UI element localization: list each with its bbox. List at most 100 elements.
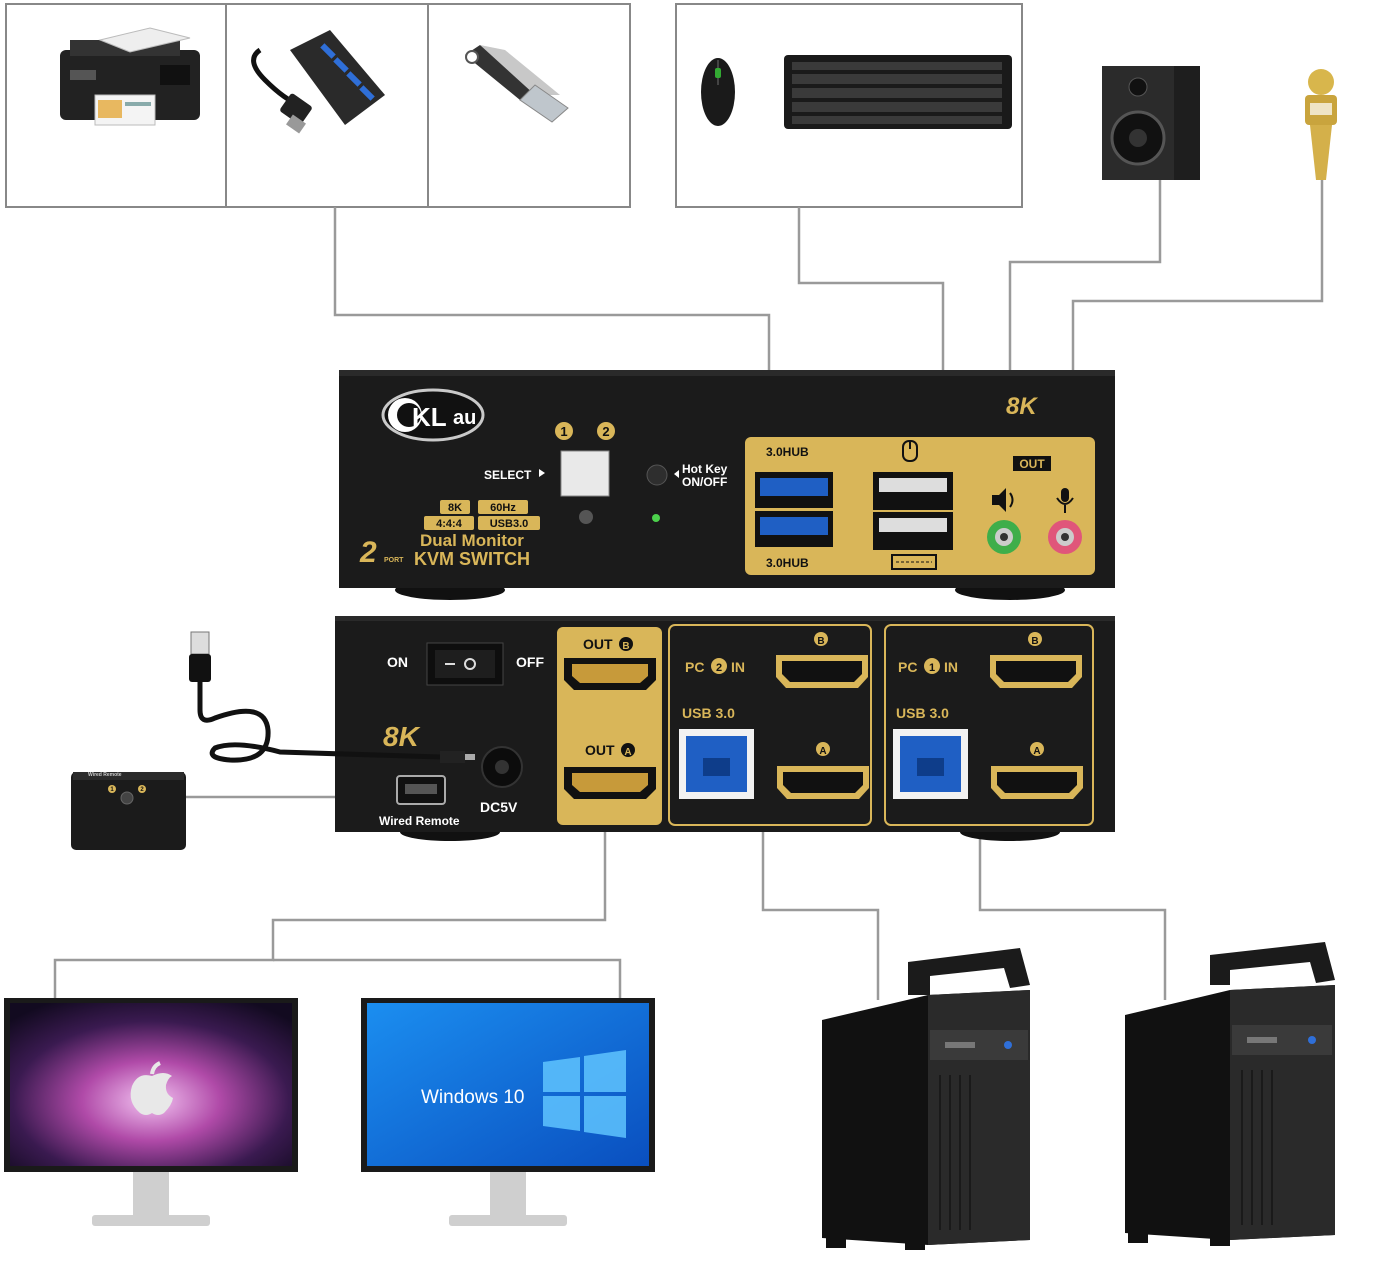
hdmi-out-b-port[interactable] [564,658,656,690]
audio-out-jack[interactable] [987,520,1021,554]
hub-bottom-label: 3.0HUB [766,556,809,570]
hub-top-label: 3.0HUB [766,445,809,459]
pc2-hdmi-b-port[interactable] [776,655,868,688]
microphone-jack[interactable] [1048,520,1082,554]
pc2-b-badge [814,632,828,646]
pc1-b-letter: B [1031,636,1038,647]
brand-logo-text-left: KL [412,402,447,432]
wired-remote-device [71,772,186,850]
out-a-label: OUT [585,742,615,758]
spec-usb: USB3.0 [490,518,529,530]
remote-button-2-led [138,785,146,793]
usb-keyboard-port[interactable] [873,512,953,550]
pc1-input-group [884,624,1094,826]
port-number-1: 1 [560,424,567,439]
out-b-letter: B [622,641,629,652]
speaker-port-icon [992,488,1014,512]
spec-444: 4:4:4 [436,518,463,530]
usb-power-cable-icon [189,631,475,763]
pc2-suffix: IN [731,659,745,675]
remote-button-2-label: 2 [140,787,144,793]
out-a-letter-badge [621,743,635,757]
hotkey-label-line1: Hot Key [682,462,728,476]
pc1-b-badge [1028,632,1042,646]
hdmi-out-a-port[interactable] [564,767,656,799]
power-switch[interactable] [426,642,504,686]
out-a-letter: A [624,747,631,758]
brand-logo-text-right: au [453,407,476,429]
wired-remote-port[interactable] [396,775,446,805]
pc2-b-letter: B [817,636,824,647]
port-word: PORT [384,557,404,564]
hotkey-arrow-icon [674,470,679,478]
pc1-number: 1 [929,662,935,674]
usb-flash-drive-icon [465,45,569,123]
pc2-hdmi-a-port[interactable] [777,766,869,799]
out-b-label: OUT [583,636,613,652]
wired-remote-port-label: Wired Remote [379,814,460,828]
port-number-indicators [555,422,615,440]
wired-remote-caption: Wired Remote [88,772,122,778]
pc1-usb3-b-port[interactable] [893,729,968,799]
pc1-prefix: PC [898,659,917,675]
port-number-2: 2 [602,424,609,439]
microphone-port-icon [1056,488,1074,513]
pc-tower-right [1125,942,1335,1246]
printer-icon [60,27,200,126]
port-count: 2 [359,536,377,569]
pc2-input-group [668,624,872,826]
windows-logo-icon [543,1050,626,1138]
usb-hub-icon [251,30,385,134]
spec-badges [424,500,540,530]
windows-screen-text: Windows 10 [421,1087,525,1108]
connection-lines [53,180,1324,1000]
pc2-a-letter: A [819,746,826,757]
hotkey-label-line2: ON/OFF [682,475,727,489]
select-button[interactable] [560,450,610,497]
pc2-usb-label: USB 3.0 [682,705,735,721]
pc2-number: 2 [716,662,722,674]
apple-logo-icon [130,1061,173,1115]
audio-out-badge [1013,456,1051,471]
keyboard-icon [784,55,1012,129]
power-on-label: ON [387,654,408,670]
mouse-port-icon [902,440,918,462]
pc1-suffix: IN [944,659,958,675]
remote-button-1-led [108,785,116,793]
pc1-hdmi-b-port[interactable] [990,655,1082,688]
power-off-label: OFF [516,654,544,670]
usb3-hub-port-top[interactable] [755,472,833,508]
product-title-line1: Dual Monitor [420,531,524,550]
select-label: SELECT [484,468,532,482]
pc2-usb3-b-port[interactable] [679,729,754,799]
pc1-a-letter: A [1033,746,1040,757]
pc1-number-badge [924,658,940,674]
front-resolution-badge: 8K [1006,393,1038,420]
dc-power-jack[interactable] [481,746,523,788]
hotkey-button[interactable] [646,464,668,486]
out-b-letter-badge [619,637,633,651]
pc2-prefix: PC [685,659,704,675]
remote-button-1-label: 1 [110,787,114,793]
brand-logo [381,388,485,442]
microphone-icon [1305,69,1337,180]
hotkey-led [652,514,660,522]
pc1-a-badge [1030,742,1044,756]
usb-mouse-port[interactable] [873,472,953,510]
speaker-icon [1102,66,1200,180]
select-arrow-icon [539,469,545,477]
spec-8k: 8K [448,502,462,514]
rear-resolution-badge: 8K [383,721,421,752]
keyboard-port-icon [891,554,937,570]
pc1-usb-label: USB 3.0 [896,705,949,721]
pc1-hdmi-a-port[interactable] [991,766,1083,799]
pc-tower-left [822,948,1030,1250]
dc-label: DC5V [480,799,518,815]
remote-select-button[interactable] [120,791,134,805]
mouse-icon [701,58,735,126]
usb3-hub-port-bottom[interactable] [755,511,833,547]
spec-60hz: 60Hz [490,502,516,514]
select-led [579,510,593,524]
product-title-line2: KVM SWITCH [414,549,530,569]
